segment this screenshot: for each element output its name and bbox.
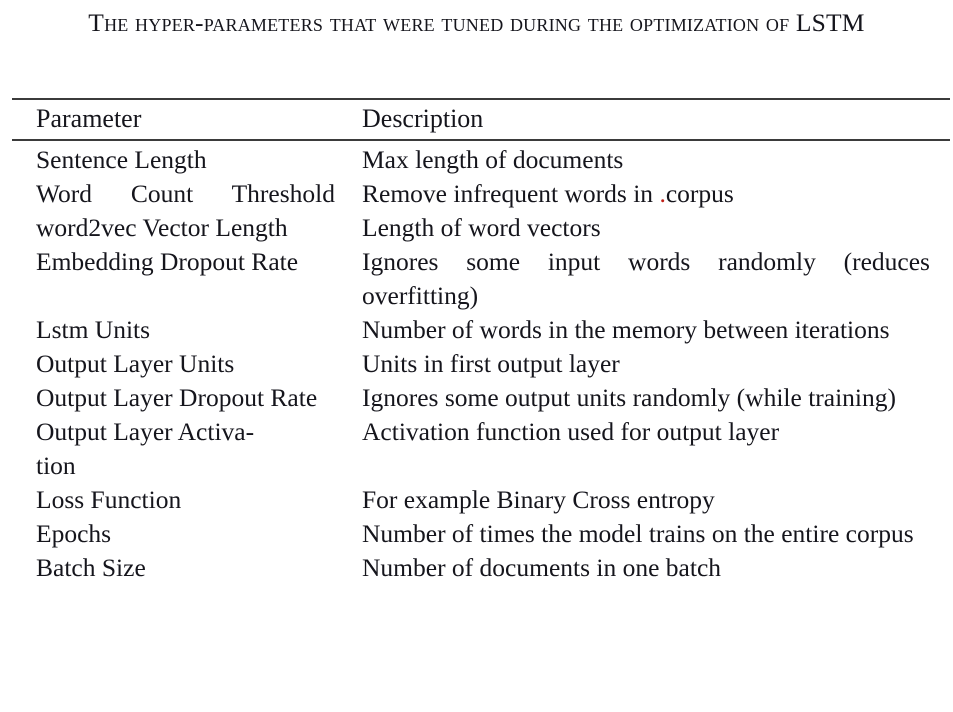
table-row: word2vec Vector Length Length of word ve… — [12, 211, 950, 245]
table-row: Lstm Units Number of words in the memory… — [12, 313, 950, 347]
table-body: Sentence Length Max length of documents … — [12, 141, 950, 585]
table-row: Output Layer Activa- tion Activation fun… — [12, 415, 950, 483]
table-top-rule — [12, 98, 950, 100]
column-header-description: Description — [362, 104, 484, 133]
cell-description: For example Binary Cross entropy — [362, 485, 715, 514]
table-header-rule — [12, 139, 950, 141]
cell-description: Number of times the model trains on the … — [362, 519, 914, 548]
cell-description: Max length of documents — [362, 145, 624, 174]
table-caption: The hyper-parameters that were tuned dur… — [18, 0, 936, 39]
description-text-before-mark: Remove infrequent words in — [362, 179, 660, 208]
hyperparameters-table: Parameter Description Sentence Length Ma… — [12, 98, 950, 585]
table-header-row: Parameter Description — [12, 100, 950, 139]
cell-parameter: Output Layer Units — [36, 349, 235, 378]
cell-parameter: Output Layer Activa- tion — [12, 415, 362, 483]
cell-parameter: Embedding Dropout Rate — [36, 247, 299, 276]
cell-parameter-line-2: tion — [36, 451, 76, 480]
description-text-after-mark: corpus — [665, 179, 734, 208]
cell-description: Ignores some input words randomly (reduc… — [362, 247, 930, 310]
caption-line-1: The hyper-parameters that were tuned dur… — [88, 8, 760, 37]
cell-parameter: Output Layer Dropout Rate — [36, 383, 318, 412]
cell-parameter: Epochs — [36, 519, 112, 548]
cell-parameter: Lstm Units — [36, 315, 151, 344]
cell-parameter: word2vec Vector Length — [36, 213, 288, 242]
cell-parameter: Loss Function — [36, 485, 182, 514]
table-row: Loss Function For example Binary Cross e… — [12, 483, 950, 517]
column-header-parameter: Parameter — [36, 104, 142, 133]
cell-parameter-line-1: Output Layer Activa- — [36, 417, 255, 446]
cell-description: Units in first output layer — [362, 349, 620, 378]
table-row: Output Layer Dropout Rate Ignores some o… — [12, 381, 950, 415]
cell-description: Number of documents in one batch — [362, 553, 722, 582]
table-row: Batch Size Number of documents in one ba… — [12, 551, 950, 585]
table-row: Embedding Dropout Rate Ignores some inpu… — [12, 245, 950, 313]
cell-parameter: Sentence Length — [36, 145, 207, 174]
table-row: Sentence Length Max length of documents — [12, 143, 950, 177]
cell-description: Length of word vectors — [362, 213, 601, 242]
cell-description: Ignores some output units randomly (whil… — [362, 383, 896, 412]
cell-parameter: Batch Size — [36, 553, 146, 582]
cell-description: Activation function used for output laye… — [362, 417, 780, 446]
table-row: Output Layer Units Units in first output… — [12, 347, 950, 381]
caption-line-2: of LSTM — [765, 8, 865, 37]
stray-period-artifact: . — [659, 179, 666, 208]
table-row: Epochs Number of times the model trains … — [12, 517, 950, 551]
cell-description: Remove infrequent words in .corpus — [362, 177, 950, 211]
cell-parameter: Word Count Threshold — [36, 179, 335, 208]
cell-description: Number of words in the memory between it… — [362, 315, 890, 344]
table-row: Word Count Threshold Remove infrequent w… — [12, 177, 950, 211]
